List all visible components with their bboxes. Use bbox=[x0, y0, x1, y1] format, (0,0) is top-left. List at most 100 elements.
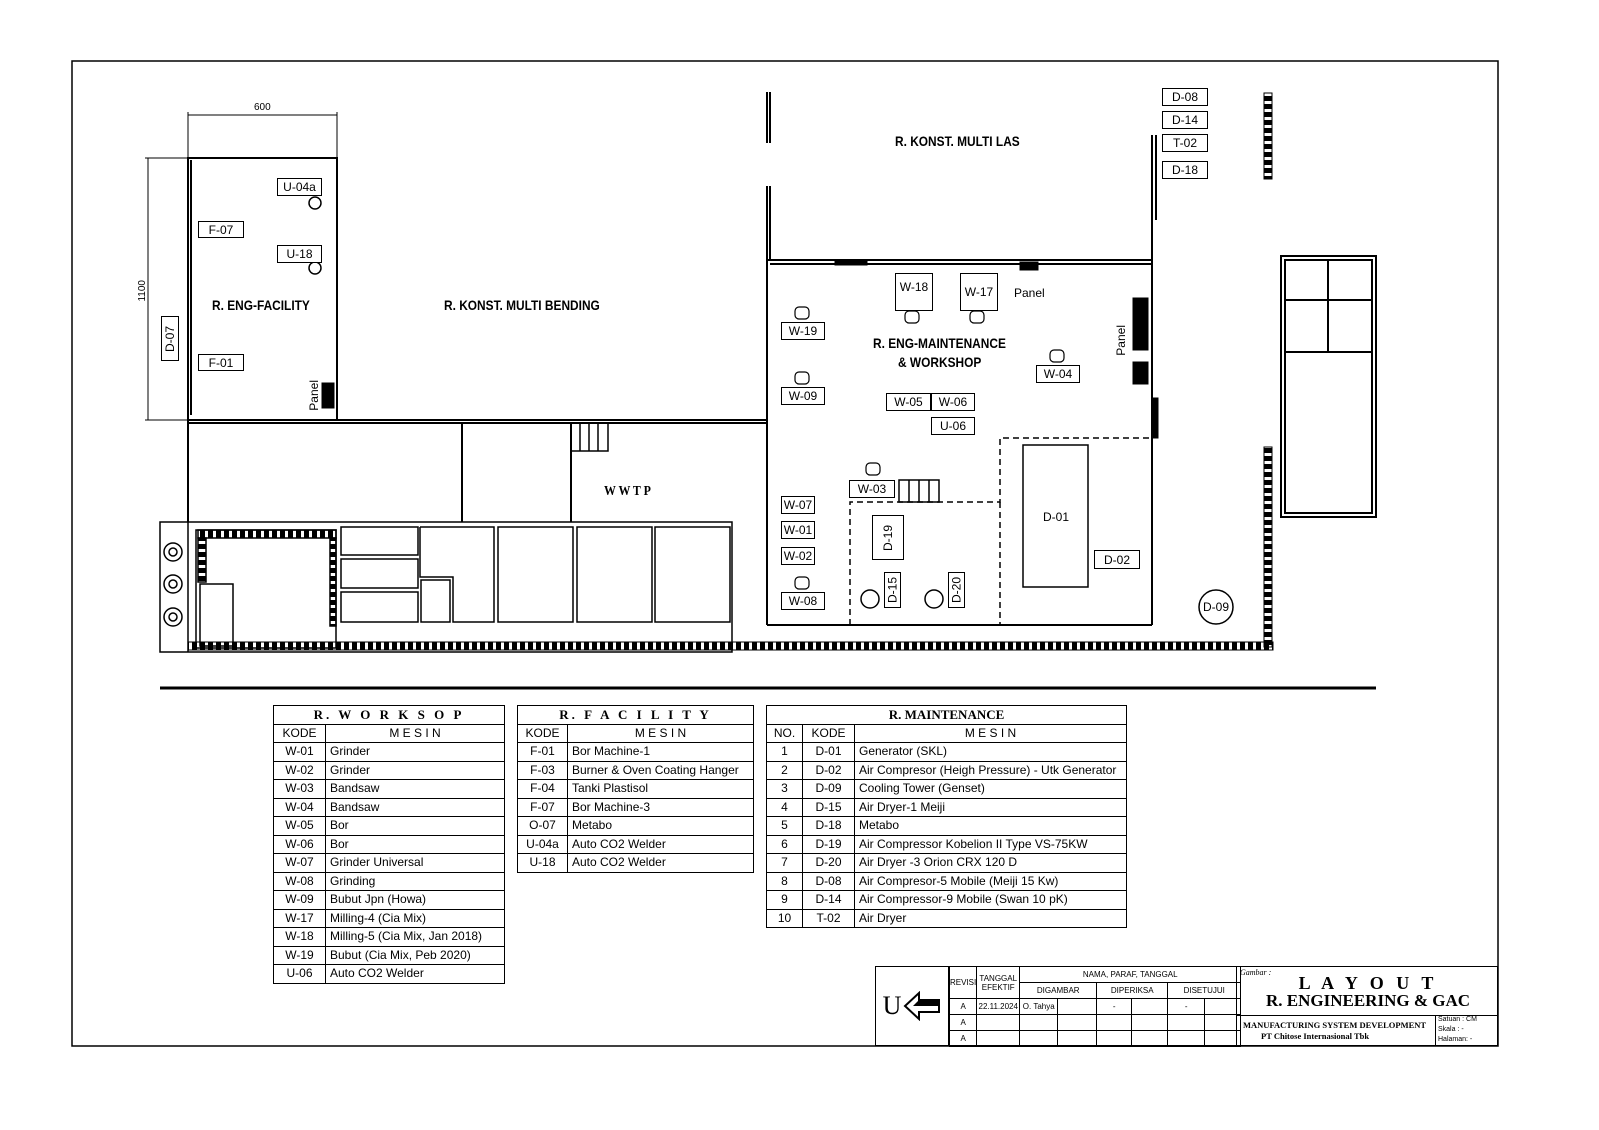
code-cell: 9 bbox=[766, 890, 803, 910]
machine-F-01[interactable]: F-01 bbox=[198, 354, 244, 371]
revision-triangle-icon: A bbox=[948, 1030, 978, 1047]
north-indicator: U bbox=[876, 967, 949, 1045]
room-label-las: R. KONST. MULTI LAS bbox=[895, 133, 1020, 149]
revisi-header: REVISI bbox=[948, 966, 978, 999]
machine-D-20[interactable]: D-20 bbox=[948, 572, 965, 608]
machine-name-cell: Generator (SKL) bbox=[854, 742, 1127, 762]
room-label-maintenance: R. ENG-MAINTENANCE bbox=[873, 335, 1006, 351]
diperiksa-header: DIPERIKSA bbox=[1096, 982, 1169, 999]
digambar-header: DIGAMBAR bbox=[1019, 982, 1098, 999]
col-header-mesin: M E S I N bbox=[325, 723, 505, 743]
machine-name-cell: Air Compressor-9 Mobile (Swan 10 pK) bbox=[854, 890, 1127, 910]
machine-D-19[interactable]: D-19 bbox=[872, 515, 904, 560]
machine-T-02[interactable]: T-02 bbox=[1162, 134, 1208, 152]
code-cell: D-14 bbox=[802, 890, 855, 910]
machine-W-19[interactable]: W-19 bbox=[781, 322, 825, 340]
machine-F-07[interactable]: F-07 bbox=[198, 221, 244, 238]
col-header-no: NO. bbox=[766, 723, 803, 743]
machine-name-cell: Grinder Universal bbox=[325, 853, 505, 873]
gambar-label: Gambar : bbox=[1240, 968, 1272, 977]
code-cell: W-05 bbox=[273, 816, 326, 836]
machine-D-18[interactable]: D-18 bbox=[1162, 161, 1208, 179]
machine-D-15[interactable]: D-15 bbox=[884, 572, 901, 608]
code-cell: 6 bbox=[766, 834, 803, 854]
code-cell: W-17 bbox=[273, 908, 326, 928]
machine-D-02[interactable]: D-02 bbox=[1094, 550, 1140, 569]
table-title: R. W O R K S O P bbox=[273, 705, 505, 725]
machine-U-18[interactable]: U-18 bbox=[277, 245, 322, 263]
code-cell: U-04a bbox=[517, 834, 568, 854]
machine-D-09[interactable]: D-09 bbox=[1202, 600, 1229, 614]
room-label-facility: R. ENG-FACILITY bbox=[212, 297, 310, 313]
code-cell: U-06 bbox=[273, 964, 326, 984]
machine-name-cell: Grinding bbox=[325, 871, 505, 891]
machine-name-cell: Air Dryer bbox=[854, 908, 1127, 928]
code-cell: D-15 bbox=[802, 797, 855, 817]
drawing-subtitle: R. ENGINEERING & GAC bbox=[1265, 991, 1471, 1010]
machine-name-cell: Air Dryer -3 Orion CRX 120 D bbox=[854, 853, 1127, 873]
machine-W-07[interactable]: W-07 bbox=[781, 496, 815, 514]
table-title: R. F A C I L I T Y bbox=[517, 705, 754, 725]
machine-U-04a[interactable]: U-04a bbox=[277, 178, 322, 196]
machine-W-17[interactable]: W-17 bbox=[960, 273, 998, 311]
panel-label-facility: Panel bbox=[307, 380, 321, 411]
arrow-left-icon bbox=[903, 991, 941, 1021]
revision-triangle-icon: A bbox=[948, 1014, 978, 1031]
machine-name-cell: Bor Machine-1 bbox=[567, 742, 754, 762]
code-cell: 3 bbox=[766, 779, 803, 799]
dimension-lines bbox=[145, 112, 338, 421]
code-cell: W-09 bbox=[273, 890, 326, 910]
checked-by: - bbox=[1096, 998, 1133, 1015]
machine-W-01[interactable]: W-01 bbox=[781, 521, 815, 539]
machine-W-03[interactable]: W-03 bbox=[849, 480, 895, 498]
machine-D-01[interactable]: D-01 bbox=[1042, 510, 1069, 524]
machine-W-04[interactable]: W-04 bbox=[1036, 365, 1080, 383]
code-cell: D-19 bbox=[802, 834, 855, 854]
machine-D-08[interactable]: D-08 bbox=[1162, 88, 1208, 106]
col-header-mesin: M E S I N bbox=[567, 723, 754, 743]
machine-name-cell: Air Compresor-5 Mobile (Meiji 15 Kw) bbox=[854, 871, 1127, 891]
machine-name-cell: Bor bbox=[325, 834, 505, 854]
machine-W-18[interactable]: W-18 bbox=[895, 273, 933, 311]
right-building bbox=[1280, 255, 1377, 518]
room-label-workshop: & WORKSHOP bbox=[898, 354, 982, 370]
machine-W-02[interactable]: W-02 bbox=[781, 547, 815, 565]
operator-icons bbox=[794, 306, 1065, 590]
machine-W-08[interactable]: W-08 bbox=[781, 592, 825, 610]
walls bbox=[160, 92, 1376, 690]
machine-name-cell: Cooling Tower (Genset) bbox=[854, 779, 1127, 799]
revision-triangle-icon: A bbox=[948, 998, 978, 1015]
code-cell: W-06 bbox=[273, 834, 326, 854]
machine-U-06[interactable]: U-06 bbox=[931, 417, 975, 435]
department-name: MANUFACTURING SYSTEM DEVELOPMENT bbox=[1243, 1020, 1427, 1030]
col-header-kode: KODE bbox=[802, 723, 855, 743]
machine-name-cell: Auto CO2 Welder bbox=[567, 834, 754, 854]
machine-name-cell: Burner & Oven Coating Hanger bbox=[567, 760, 754, 780]
machine-name-cell: Grinder bbox=[325, 760, 505, 780]
machine-D-07[interactable]: D-07 bbox=[161, 316, 179, 361]
code-cell: 7 bbox=[766, 853, 803, 873]
machine-W-06[interactable]: W-06 bbox=[931, 393, 975, 411]
machine-W-05[interactable]: W-05 bbox=[886, 393, 931, 411]
satuan: Satuan : CM bbox=[1438, 1016, 1477, 1023]
machine-W-09[interactable]: W-09 bbox=[781, 387, 825, 405]
machine-D-14[interactable]: D-14 bbox=[1162, 111, 1208, 129]
code-cell: D-01 bbox=[802, 742, 855, 762]
